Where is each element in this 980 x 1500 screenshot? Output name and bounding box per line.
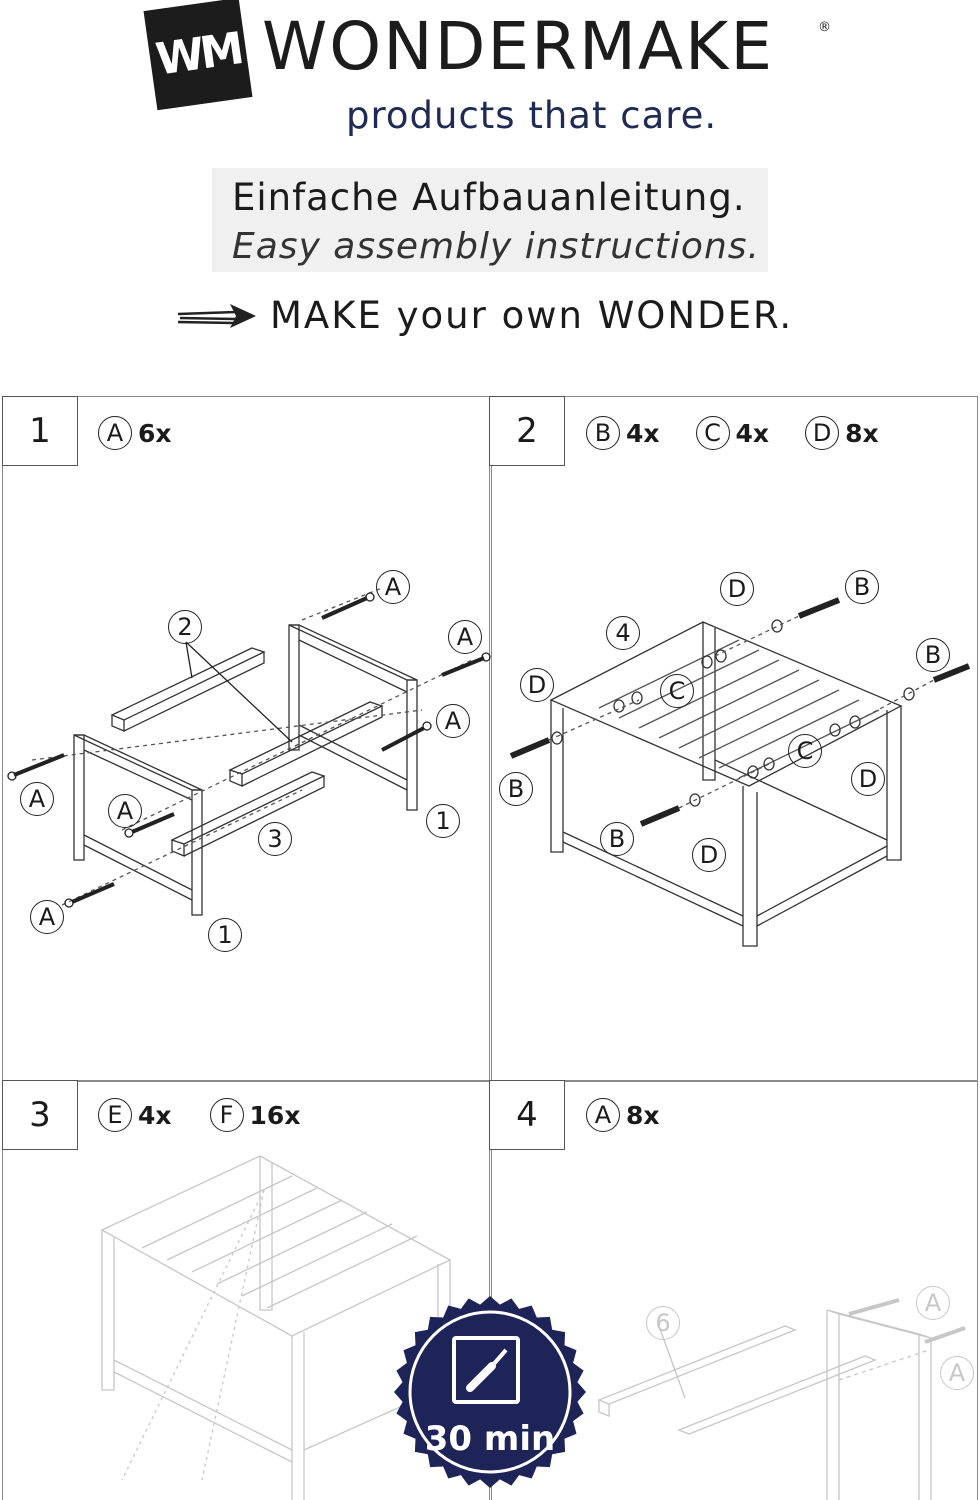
part-quantity: 8x (845, 418, 879, 448)
side-frame-front (73, 734, 203, 916)
alignment-lines (31, 587, 473, 906)
label-part-c: C (660, 674, 694, 708)
label-part-a: A (448, 620, 482, 654)
brand-name: WONDERMAKE (262, 8, 775, 85)
part-item: F 16x (209, 1098, 301, 1132)
part-item: E 4x (98, 1098, 172, 1132)
instructions-title-de: Einfache Aufbauanleitung. (232, 176, 746, 219)
label-part-a: A (940, 1356, 974, 1390)
badge-seal (394, 1296, 586, 1488)
label-part-d: D (520, 668, 554, 702)
label-part-d: D (851, 762, 885, 796)
label-part-b: B (845, 570, 879, 604)
assembly-time-badge: 30 min (394, 1296, 586, 1488)
label-part-a: A (20, 782, 54, 816)
label-part-d: D (720, 572, 754, 606)
arrow-right-icon (177, 304, 256, 328)
bench-slats (598, 639, 880, 779)
brand-logo-mark: WM (143, 0, 253, 111)
part-letter: A (586, 1098, 620, 1132)
step-4-parts: A 8x (586, 1098, 660, 1132)
part-quantity: 4x (138, 1100, 172, 1130)
brand-tagline: products that care. (346, 94, 718, 137)
step-3-panel (2, 1080, 492, 1500)
step-2-parts: B 4x C 4x D 8x (586, 416, 879, 450)
rail-2-mid (228, 701, 384, 787)
part-item: A 8x (586, 1098, 660, 1132)
step-2-number: 2 (489, 396, 565, 466)
part-letter: A (98, 416, 132, 450)
logo-mark-text: WM (152, 22, 244, 86)
label-part-a: A (376, 570, 410, 604)
step-2-drawing (509, 597, 971, 947)
label-part-a: A (436, 704, 470, 738)
motto: MAKE your own WONDER. (270, 294, 794, 337)
step-4-panel (489, 1080, 978, 1500)
label-component-1: 1 (208, 918, 242, 952)
label-part-b: B (499, 772, 533, 806)
instructions-box (212, 168, 768, 272)
step-3-number: 3 (2, 1080, 78, 1150)
label-part-b: B (916, 638, 950, 672)
step-2-panel (489, 396, 978, 1082)
screws (7, 592, 491, 908)
registered-mark: ® (818, 20, 831, 35)
label-part-c: C (788, 734, 822, 768)
part-letter: E (98, 1098, 132, 1132)
part-quantity: 6x (138, 418, 172, 448)
step-1-number: 1 (2, 396, 78, 466)
screwdriver-icon (452, 1336, 520, 1404)
label-part-a: A (30, 900, 64, 934)
label-component-3: 3 (258, 822, 292, 856)
label-part-a: A (108, 794, 142, 828)
assembly-time: 30 min (425, 1419, 555, 1459)
part-letter: B (586, 416, 620, 450)
step-1-drawing (7, 587, 491, 916)
label-part-d: D (692, 838, 726, 872)
label-part-a: A (916, 1286, 950, 1320)
part-item: B 4x (586, 416, 660, 450)
part-item: C 4x (695, 416, 770, 450)
step-1-parts: A 6x (98, 416, 172, 450)
rail-2-top (110, 647, 266, 732)
step-4-drawing (597, 1298, 966, 1500)
alignment-lines (548, 615, 935, 809)
label-component-2: 2 (168, 610, 202, 644)
side-frame-back (288, 624, 418, 811)
step-3-parts: E 4x F 16x (98, 1098, 300, 1132)
bolts (509, 597, 971, 827)
label-component-6: 6 (646, 1306, 680, 1340)
step-4-number: 4 (489, 1080, 565, 1150)
part-quantity: 8x (626, 1100, 660, 1130)
part-letter: F (209, 1098, 244, 1132)
part-quantity: 4x (735, 418, 770, 448)
part-quantity: 4x (626, 418, 660, 448)
bench-frame (549, 621, 903, 947)
step-1-panel (2, 396, 492, 1082)
badge-seal-shape (394, 1296, 586, 1488)
label-component-1: 1 (426, 804, 460, 838)
part-item: A 6x (98, 416, 172, 450)
rail-3 (170, 771, 326, 857)
instructions-title-en: Easy assembly instructions. (232, 226, 760, 267)
part-letter: D (805, 416, 840, 450)
label-part-b: B (600, 822, 634, 856)
label-component-4: 4 (606, 616, 640, 650)
part-letter: C (695, 416, 730, 450)
part-item: D 8x (805, 416, 879, 450)
part-quantity: 16x (249, 1100, 301, 1130)
